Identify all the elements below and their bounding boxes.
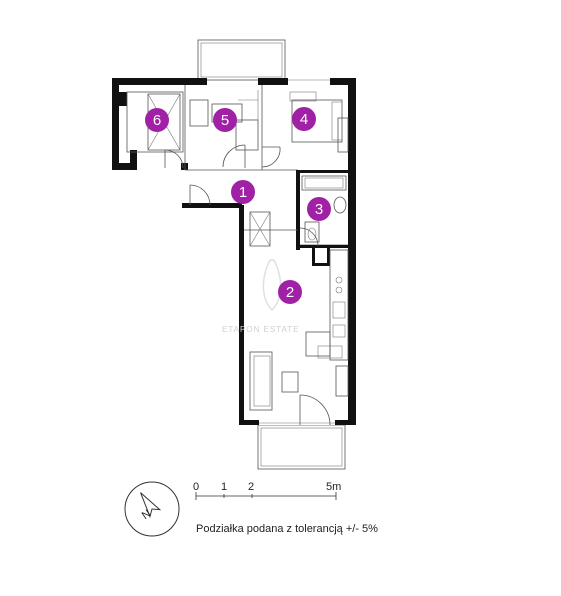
room-number-1: 1 xyxy=(239,184,247,201)
balcony-top xyxy=(197,39,286,81)
scale-tick-5m: 5m xyxy=(326,481,341,493)
kitchen-counter xyxy=(305,249,349,361)
bathroom-fixtures xyxy=(301,175,347,243)
room-markers: 1 2 3 4 5 6 xyxy=(145,107,331,304)
tolerance-note: Podziałka podana z tolerancją +/- 5% xyxy=(196,523,378,535)
room-marker-1 xyxy=(231,180,255,204)
hall-wardrobe xyxy=(249,211,271,247)
room-marker-5 xyxy=(213,108,237,132)
room-marker-2 xyxy=(278,280,302,304)
scale-bar: 0 1 2 5m xyxy=(193,481,341,500)
room-marker-6 xyxy=(145,108,169,132)
compass: N xyxy=(124,481,180,537)
interior-walls xyxy=(126,85,348,266)
north-arrow-icon xyxy=(140,492,162,519)
room-number-6: 6 xyxy=(153,112,161,129)
room-number-3: 3 xyxy=(315,201,323,218)
watermark-text: ETAPON ESTATE xyxy=(222,325,299,334)
room-number-5: 5 xyxy=(221,112,229,129)
watermark: ETAPON ESTATE xyxy=(222,259,299,334)
room-number-2: 2 xyxy=(286,284,294,301)
scale-tick-1: 1 xyxy=(221,481,227,493)
doors xyxy=(164,79,335,426)
balcony-bottom xyxy=(257,424,346,470)
room-marker-4 xyxy=(292,107,316,131)
bed-room-4 xyxy=(289,91,349,153)
scale-tick-0: 0 xyxy=(193,481,199,493)
room-marker-3 xyxy=(307,197,331,221)
exterior-walls xyxy=(112,78,356,425)
scale-tick-2: 2 xyxy=(248,481,254,493)
living-furniture xyxy=(249,351,349,411)
room-number-4: 4 xyxy=(300,111,308,128)
